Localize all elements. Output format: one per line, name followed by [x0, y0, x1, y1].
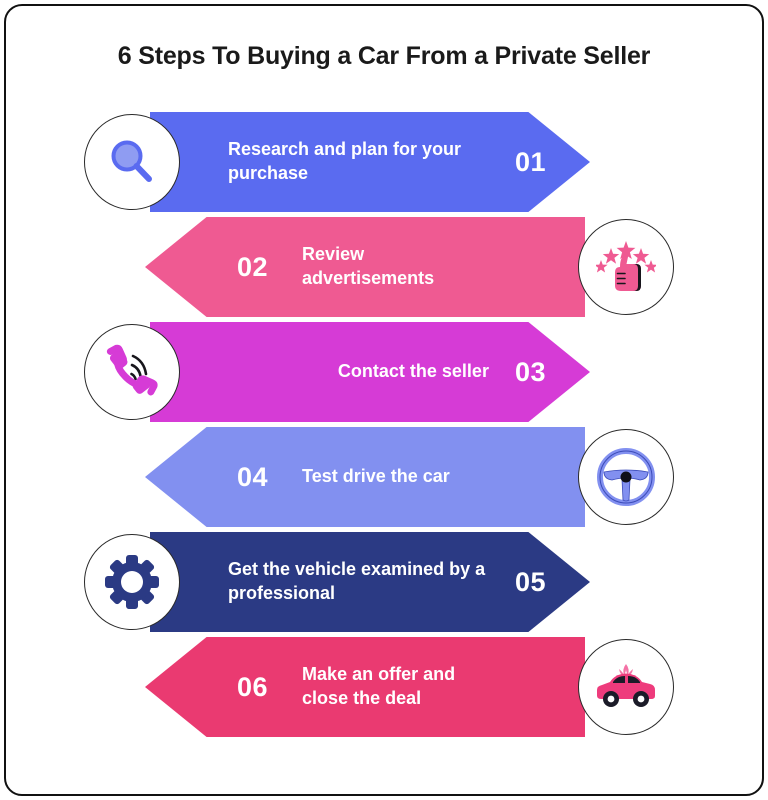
step-arrow-04 [145, 427, 585, 527]
step-content-02: 02 Review advertisements [145, 217, 585, 317]
step-content-05: Get the vehicle examined by a profession… [150, 532, 590, 632]
step-content-06: 06 Make an offer and close the deal [145, 637, 585, 737]
step-label-04: Test drive the car [302, 466, 450, 487]
step-content-01: Research and plan for your purchase 01 [150, 112, 590, 212]
thumbs-up-stars-icon [596, 241, 656, 291]
step-arrow-06 [145, 637, 585, 737]
step-icon-circle-02 [578, 219, 674, 315]
steering-wheel-icon [597, 448, 655, 506]
step-icon-circle-06 [578, 639, 674, 735]
steps-list: Research and plan for your purchase 01 0… [0, 112, 768, 742]
step-number-06: 06 [237, 671, 269, 702]
step-number-02: 02 [237, 251, 269, 282]
step-arrow-03 [150, 322, 590, 422]
step-content-03: Contact the seller 03 [150, 322, 590, 422]
step-label-05: Get the vehicle examined by a profession… [228, 559, 486, 603]
step-icon-circle-04 [578, 429, 674, 525]
magnifier-icon [111, 140, 152, 182]
phone-ringing-icon [106, 344, 158, 396]
step-number-03: 03 [514, 356, 546, 387]
step-arrow-01 [150, 112, 590, 212]
gear-icon [105, 555, 159, 609]
step-row-06: 06 Make an offer and close the deal [0, 637, 768, 741]
step-row-04: 04 Test drive the car [0, 427, 768, 531]
step-row-05: Get the vehicle examined by a profession… [0, 532, 768, 636]
page-title: 6 Steps To Buying a Car From a Private S… [117, 42, 651, 70]
step-icon-circle-03 [84, 324, 180, 420]
step-arrow-02 [145, 217, 585, 317]
step-number-04: 04 [237, 461, 269, 492]
step-icon-circle-01 [84, 114, 180, 210]
step-label-01: Research and plan for your purchase [228, 139, 462, 183]
step-row-01: Research and plan for your purchase 01 [0, 112, 768, 216]
step-number-05: 05 [514, 566, 546, 597]
step-label-03: Contact the seller [337, 361, 489, 382]
step-arrow-05 [150, 532, 590, 632]
gift-car-icon [597, 664, 655, 707]
step-row-02: 02 Review advertisements [0, 217, 768, 321]
step-label-06: Make an offer and close the deal [302, 664, 456, 708]
step-label-02: Review advertisements [302, 244, 435, 288]
step-number-01: 01 [514, 146, 546, 177]
step-row-03: Contact the seller 03 [0, 322, 768, 426]
step-content-04: 04 Test drive the car [145, 427, 585, 527]
step-icon-circle-05 [84, 534, 180, 630]
